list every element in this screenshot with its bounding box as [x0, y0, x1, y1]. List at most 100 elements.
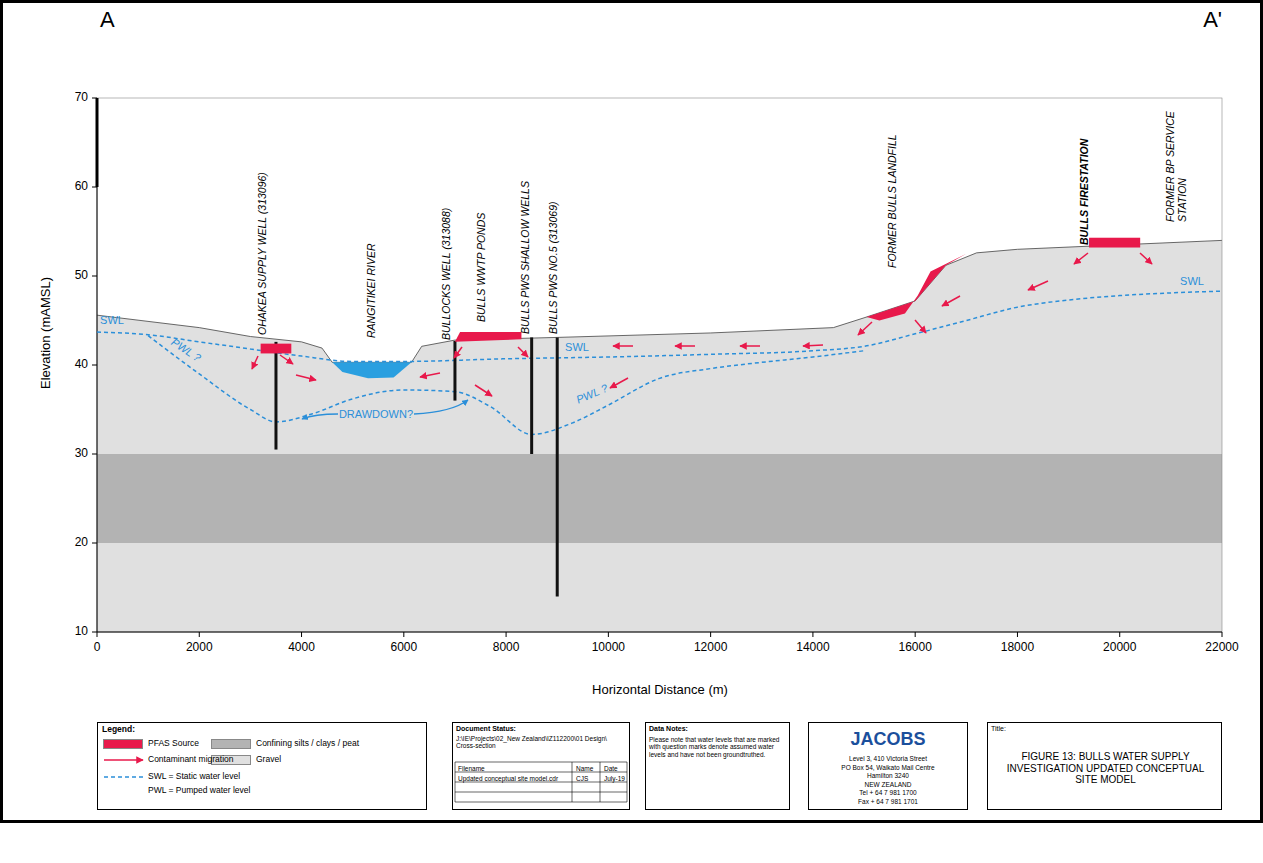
tick-mark	[92, 187, 97, 188]
title-box: Title:FIGURE 13: BULLS WATER SUPPLY INVE…	[987, 722, 1222, 810]
tick-mark	[608, 632, 609, 637]
tick-mark	[403, 632, 404, 637]
legend-text: Contaminant migration	[148, 755, 234, 765]
pfas-source	[867, 254, 967, 321]
contaminant-arrow	[942, 296, 960, 306]
table-rule	[600, 762, 601, 802]
axis-tick-label: 4000	[288, 641, 315, 655]
document-status-box: Document Status:J:\IE\Projects\02_New Ze…	[452, 722, 630, 810]
tick-mark	[1222, 632, 1223, 637]
legend-text: PWL = Pumped water level	[148, 786, 250, 796]
contaminant-arrow	[420, 373, 440, 377]
site-label: BULLS PWS NO.5 (313069)	[547, 202, 559, 334]
legend-text: Gravel	[256, 755, 281, 765]
axis-tick-label: 14000	[796, 641, 829, 655]
tick-mark	[92, 98, 97, 99]
address-line: Level 3, 410 Victoria Street	[809, 755, 967, 762]
site-label: BULLS FIRESTATION	[1078, 139, 1090, 245]
tick-mark	[1119, 632, 1120, 637]
table-header: Filename	[458, 765, 485, 772]
tick-mark	[506, 632, 507, 637]
site-label: BULLOCKS WELL (313088)	[440, 208, 452, 340]
site-label: RANGITIKEI RIVER	[365, 243, 377, 338]
well-casing	[274, 342, 277, 450]
table-header: Date	[604, 765, 618, 772]
table-header: Name	[576, 765, 593, 772]
drawdown-arrow	[414, 400, 468, 414]
figure-title: FIGURE 13: BULLS WATER SUPPLY INVESTIGAT…	[1000, 751, 1211, 786]
legend-swatch	[103, 739, 143, 749]
company-logo: JACOBS	[809, 729, 967, 750]
contaminant-arrow	[296, 375, 316, 380]
pfas-source	[455, 332, 521, 342]
site-label: OHAKEA SUPPLY WELL (313096)	[256, 172, 268, 335]
tick-mark	[301, 632, 302, 637]
confining-layer	[97, 454, 1222, 543]
axis-tick-label: 60	[75, 180, 88, 194]
tick-mark	[92, 632, 97, 633]
contaminant-arrow	[803, 345, 823, 346]
site-label: BULLS PWS SHALLOW WELLS	[519, 181, 531, 334]
table-rule	[627, 762, 628, 802]
address-line: NEW ZEALAND	[809, 781, 967, 788]
table-cell: CJS	[576, 775, 588, 782]
axis-tick-label: 2000	[186, 641, 213, 655]
table-rule	[455, 762, 456, 802]
contaminant-arrow	[1074, 253, 1088, 264]
well-casing	[556, 337, 559, 596]
company-box: JACOBS Level 3, 410 Victoria Street PO Box…	[808, 722, 968, 810]
drawdown-label: DRAWDOWN?	[339, 408, 413, 421]
axis-tick-label: 50	[75, 269, 88, 283]
water-level-label: SWL	[100, 314, 124, 327]
axis-tick-label: 40	[75, 358, 88, 372]
tick-mark	[199, 632, 200, 637]
address-line: Fax + 64 7 981 1701	[809, 798, 967, 805]
tick-mark	[92, 543, 97, 544]
sheet-border	[2, 2, 1262, 822]
legend-line	[104, 776, 143, 778]
address-line: PO Box 54, Waikato Mail Centre	[809, 764, 967, 771]
address-line: Hamilton 3240	[809, 772, 967, 779]
tick-mark	[92, 454, 97, 455]
contaminant-arrow	[675, 345, 695, 347]
legend-swatch	[211, 739, 251, 749]
data-notes-box: Data Notes:Please note that water levels…	[645, 722, 790, 810]
tick-mark	[710, 632, 711, 637]
section-end-label: A	[100, 7, 115, 32]
section-end-label: A'	[1203, 7, 1222, 32]
contaminant-arrow	[613, 345, 633, 347]
pfas-source	[261, 344, 292, 354]
axis-tick-label: 18000	[1001, 641, 1034, 655]
contaminant-arrow	[280, 355, 293, 364]
table-rule	[455, 782, 627, 783]
legend-sample	[103, 755, 147, 765]
address-line: Tel + 64 7 981 1700	[809, 789, 967, 796]
box-heading: Legend:	[102, 725, 135, 735]
axis-tick-label: 0	[94, 641, 101, 655]
tick-mark	[97, 632, 98, 637]
axis-line	[97, 632, 1222, 633]
tick-mark	[812, 632, 813, 637]
contaminant-arrow	[252, 356, 258, 369]
pfas-source	[1089, 238, 1140, 248]
axis-tick-label: 20	[75, 536, 88, 550]
contaminant-arrow	[610, 378, 628, 388]
river-water	[332, 362, 411, 378]
legend-text: Confining silts / clays / peat	[256, 739, 359, 749]
contaminant-arrow	[1140, 253, 1152, 264]
table-rule	[455, 792, 627, 793]
box-heading: Document Status:	[456, 725, 516, 733]
axis-tick-label: 70	[75, 91, 88, 105]
legend-text: SWL = Static water level	[148, 772, 240, 782]
plot-frame	[97, 98, 1222, 632]
legend-box: Legend:PFAS SourceConfining silts / clay…	[97, 722, 427, 810]
note-text: Please note that water levels that are m…	[649, 736, 787, 758]
well-casing	[453, 341, 456, 401]
pumped-water-level	[148, 336, 864, 435]
tick-mark	[915, 632, 916, 637]
table-rule	[455, 772, 627, 773]
table-rule	[455, 802, 627, 803]
legend-line	[104, 759, 143, 761]
contaminant-arrow	[475, 385, 492, 396]
